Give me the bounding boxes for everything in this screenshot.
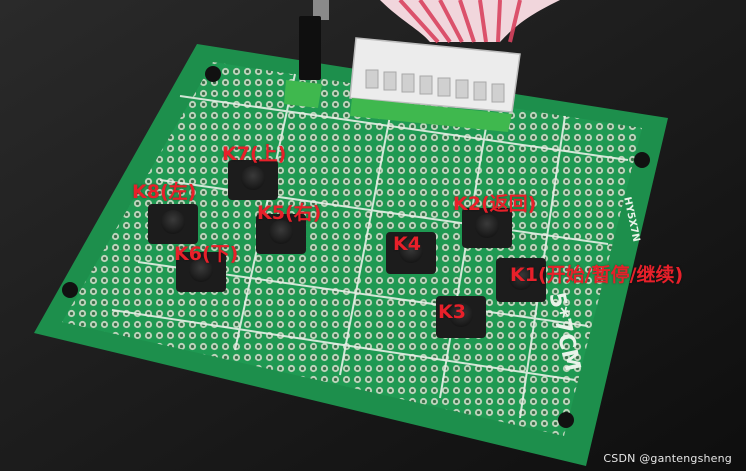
button-k5 — [256, 214, 306, 254]
label-k6: K6(下) — [174, 243, 239, 265]
label-k8: K8(左) — [132, 181, 197, 203]
pcb-hole-grid — [62, 62, 642, 436]
button-k6 — [176, 252, 226, 292]
button-k7 — [228, 160, 278, 200]
connector-housing — [349, 37, 521, 132]
button-k1 — [496, 258, 546, 302]
button-k4 — [386, 232, 436, 274]
button-k2 — [462, 208, 512, 248]
ribbon-cable — [380, 0, 560, 44]
dupont-wire — [284, 0, 329, 108]
button-k8 — [148, 204, 198, 244]
label-k7: K7(上) — [222, 143, 287, 165]
tactile-buttons — [148, 160, 546, 338]
button-k3 — [436, 296, 486, 338]
label-k4: K4 — [393, 233, 421, 255]
watermark: CSDN @gantengsheng — [603, 452, 732, 465]
label-k5: K5(右) — [257, 202, 322, 224]
mounting-holes — [62, 66, 650, 428]
label-k2: K2(返回) — [453, 193, 537, 215]
label-k3: K3 — [438, 301, 466, 323]
label-k1: K1(开始/暂停/继续) — [510, 264, 684, 286]
